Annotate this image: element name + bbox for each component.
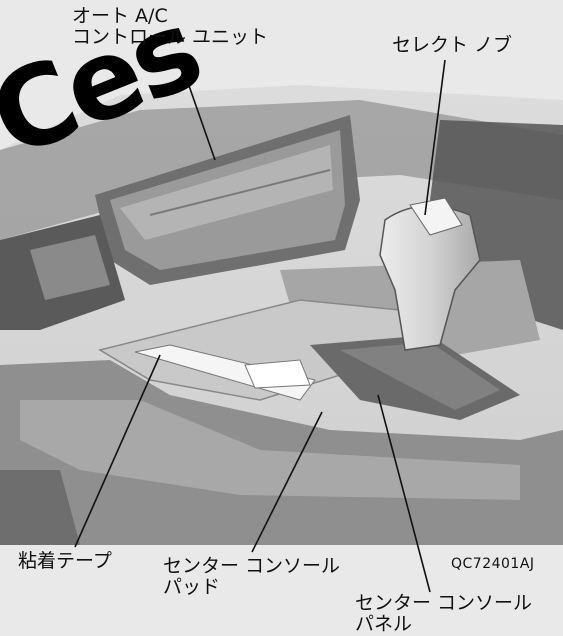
- leader-console-pad: [251, 411, 323, 553]
- leader-adhesive-tape: [74, 354, 161, 548]
- center-console-pad-label: センター コンソール パッド: [163, 556, 340, 598]
- pad-label-line-2: パッド: [163, 576, 221, 598]
- panel-label-line-1: センター コンソール: [355, 592, 533, 614]
- leader-console-panel: [377, 394, 431, 593]
- ac-label-line-2: コントロール ユニット: [72, 26, 269, 48]
- leader-select-knob: [424, 59, 446, 216]
- ac-unit-screen: [120, 145, 333, 240]
- center-console-panel-label: センター コンソール パネル: [355, 593, 532, 635]
- select-knob-label: セレクト ノブ: [392, 34, 513, 56]
- adhesive-tape-label: 粘着テープ: [18, 550, 112, 572]
- pad-label-line-1: センター コンソール: [163, 555, 341, 577]
- leader-ac-unit: [179, 59, 216, 161]
- ac-label-line-1: オート A/C: [72, 5, 168, 27]
- ac-control-unit-label: オート A/C コントロール ユニット: [72, 6, 268, 48]
- select-knob-shape: [379, 205, 481, 351]
- panel-label-line-2: パネル: [355, 613, 413, 635]
- figure-code: QC72401AJ: [451, 556, 535, 572]
